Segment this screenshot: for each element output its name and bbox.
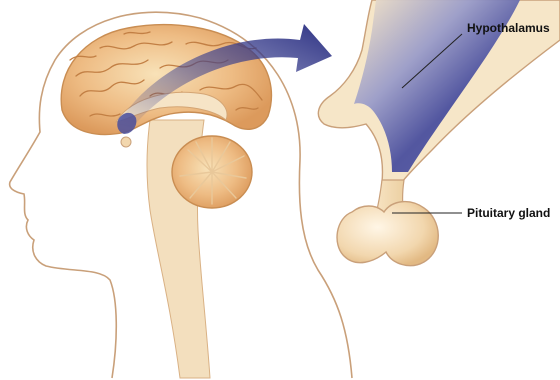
pituitary-in-brain bbox=[121, 137, 131, 147]
cerebellum bbox=[172, 136, 252, 208]
hypothalamus-label: Hypothalamus bbox=[467, 21, 550, 35]
pituitary-gland-enlarged bbox=[337, 202, 438, 266]
pituitary-gland-label: Pituitary gland bbox=[467, 206, 550, 220]
